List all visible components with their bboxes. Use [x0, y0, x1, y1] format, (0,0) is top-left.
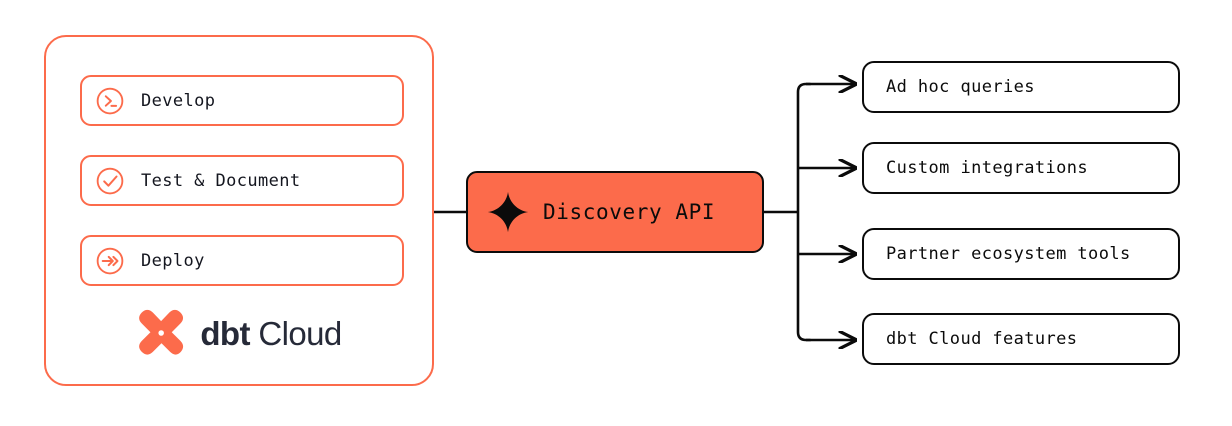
connector-trunk [796, 82, 812, 342]
stage-card-deploy[interactable]: Deploy [80, 235, 404, 286]
arrow-chevrons-circle-icon [96, 247, 124, 274]
consumer-box-ad-hoc-queries[interactable]: Ad hoc queries [862, 61, 1180, 113]
logo-word-dbt: dbt [200, 314, 250, 352]
consumer-label: dbt Cloud features [886, 329, 1078, 349]
discovery-api-label: Discovery API [543, 200, 716, 224]
consumer-label: Ad hoc queries [886, 77, 1035, 97]
consumer-label: Partner ecosystem tools [886, 244, 1131, 264]
stage-card-test-document[interactable]: Test & Document [80, 155, 404, 206]
stage-label-deploy: Deploy [141, 250, 205, 271]
consumer-box-custom-integrations[interactable]: Custom integrations [862, 142, 1180, 194]
dbt-cloud-logo: dbt Cloud [46, 305, 432, 361]
stage-label-develop: Develop [141, 90, 216, 111]
dbt-cloud-wordmark: dbt Cloud [200, 314, 342, 352]
consumer-label: Custom integrations [886, 158, 1089, 178]
consumer-box-dbt-cloud-features[interactable]: dbt Cloud features [862, 313, 1180, 365]
sparkle-star-icon [487, 191, 529, 233]
stage-label-test-document: Test & Document [141, 170, 301, 191]
stage-card-develop[interactable]: Develop [80, 75, 404, 126]
terminal-prompt-icon [96, 87, 124, 114]
logo-word-cloud: Cloud [249, 314, 342, 352]
dbt-x-mark-icon [139, 309, 184, 355]
discovery-api-node[interactable]: Discovery API [466, 171, 764, 253]
consumer-box-partner-ecosystem-tools[interactable]: Partner ecosystem tools [862, 228, 1180, 280]
check-circle-icon [96, 167, 124, 194]
dbt-cloud-panel: Develop Test & Document Deploy dbt [44, 35, 434, 386]
